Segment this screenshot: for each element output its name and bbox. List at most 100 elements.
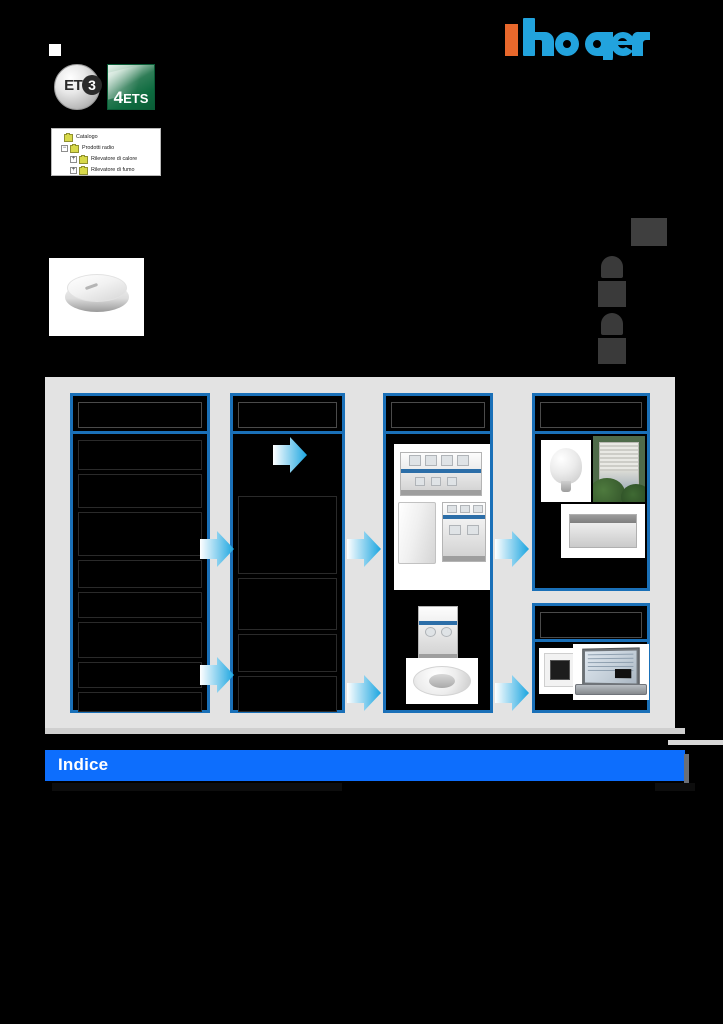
index-tab-1[interactable] xyxy=(601,256,623,278)
smoke-detector-photo xyxy=(49,258,144,336)
column-inputs[interactable] xyxy=(70,393,210,713)
din-foot xyxy=(401,490,481,495)
heater-grille xyxy=(570,515,636,524)
footer-redacted-line xyxy=(655,783,695,791)
header-rule-right xyxy=(668,740,723,745)
blind-slats xyxy=(600,443,638,471)
din-band xyxy=(419,621,457,625)
enclosure-box xyxy=(398,502,436,564)
laptop-photo xyxy=(573,644,649,700)
column-header xyxy=(233,396,342,434)
tree-item-prodotti-radio[interactable]: − Prodotti radio xyxy=(55,143,158,154)
folder-icon xyxy=(70,143,79,153)
din-rail-module xyxy=(400,452,482,496)
din-band xyxy=(443,515,485,519)
din-terminal xyxy=(460,505,470,513)
list-item[interactable] xyxy=(78,662,202,688)
arrow-col2-top xyxy=(273,435,307,475)
din-button xyxy=(447,477,457,486)
indice-banner: Indice xyxy=(45,750,685,781)
column-header-redacted xyxy=(540,612,642,638)
din-terminal xyxy=(441,455,453,466)
list-item[interactable] xyxy=(78,474,202,508)
din-terminal xyxy=(457,455,469,466)
actuator-images xyxy=(394,444,490,590)
bulb-base xyxy=(561,481,571,492)
din-terminal xyxy=(473,505,483,513)
list-item[interactable] xyxy=(78,622,202,658)
bulb-glass xyxy=(550,448,582,484)
din-knob xyxy=(441,627,452,637)
footer-redacted-line xyxy=(52,783,342,791)
list-item[interactable] xyxy=(78,560,202,588)
din-terminal xyxy=(447,505,457,513)
laptop-screen xyxy=(585,650,637,684)
heater-photo xyxy=(561,504,645,558)
expander-icon[interactable]: − xyxy=(61,145,68,152)
column-header-redacted xyxy=(78,402,202,428)
tree-item-rilevatore-fumo[interactable]: + Rilevatore di fumo xyxy=(55,165,158,176)
ets3-badge: ETS 3 xyxy=(51,64,105,110)
arrow-col1-col2-upper xyxy=(200,529,234,569)
indice-title: Indice xyxy=(58,755,109,774)
window-blinds xyxy=(593,436,645,502)
list-item[interactable] xyxy=(78,440,202,470)
tree-item-label: Rilevatore di calore xyxy=(91,156,138,162)
column-header xyxy=(535,606,647,642)
detector-images xyxy=(394,602,490,708)
column-actuators[interactable] xyxy=(383,393,493,713)
detector-lens xyxy=(429,674,455,688)
touch-panel-screen xyxy=(550,659,570,681)
column-header-redacted xyxy=(238,402,337,428)
list-item[interactable] xyxy=(78,692,202,712)
column-media[interactable] xyxy=(230,393,345,713)
list-item[interactable] xyxy=(238,676,337,712)
list-item[interactable] xyxy=(238,578,337,630)
din-rail-actuator xyxy=(442,502,486,562)
laptop-lid xyxy=(582,647,640,687)
din-rail-controller xyxy=(418,606,458,660)
laptop-base xyxy=(575,684,647,695)
list-item[interactable] xyxy=(78,512,202,556)
folder-icon xyxy=(79,154,88,164)
index-tab-0[interactable] xyxy=(631,218,667,246)
light-bulb-photo xyxy=(541,440,591,502)
ets4-label: ETS xyxy=(123,91,149,106)
din-foot xyxy=(443,556,485,561)
column-header-redacted xyxy=(391,402,485,428)
screen-thumbnail xyxy=(614,669,632,679)
din-band xyxy=(401,469,481,473)
bullet-marker xyxy=(49,44,61,56)
column-loads[interactable] xyxy=(532,393,650,591)
tree-item-rilevatore-calore[interactable]: + Rilevatore di calore xyxy=(55,154,158,165)
folder-icon xyxy=(79,165,88,175)
folder-icon xyxy=(64,132,73,142)
touch-panel xyxy=(544,653,576,687)
detector-top xyxy=(67,274,127,302)
din-button xyxy=(415,477,425,486)
index-tab-4[interactable] xyxy=(598,338,626,364)
din-button xyxy=(467,525,479,535)
din-terminal xyxy=(425,455,437,466)
arrow-col3-col4-lower xyxy=(495,673,529,713)
smoke-detector-icon xyxy=(65,274,129,318)
column-visualization[interactable] xyxy=(532,603,650,713)
index-tab-3[interactable] xyxy=(601,313,623,335)
list-item[interactable] xyxy=(78,592,202,618)
column-header xyxy=(535,396,647,434)
tree-item-label: Catalogo xyxy=(76,134,98,140)
hager-logo xyxy=(505,18,650,60)
foliage-decoration xyxy=(593,478,625,502)
expander-icon[interactable]: + xyxy=(70,156,77,163)
motion-detector-photo xyxy=(406,658,478,704)
din-button xyxy=(431,477,441,486)
ets3-number: 3 xyxy=(82,75,102,95)
heater-panel xyxy=(569,514,637,548)
expander-icon[interactable]: + xyxy=(70,167,77,174)
din-button xyxy=(449,525,461,535)
list-item[interactable] xyxy=(238,634,337,672)
list-item[interactable] xyxy=(238,496,337,574)
index-tab-2[interactable] xyxy=(598,281,626,307)
tree-item-catalogo[interactable]: Catalogo xyxy=(55,132,158,143)
catalogo-tree[interactable]: Catalogo − Prodotti radio + Rilevatore d… xyxy=(51,128,161,176)
